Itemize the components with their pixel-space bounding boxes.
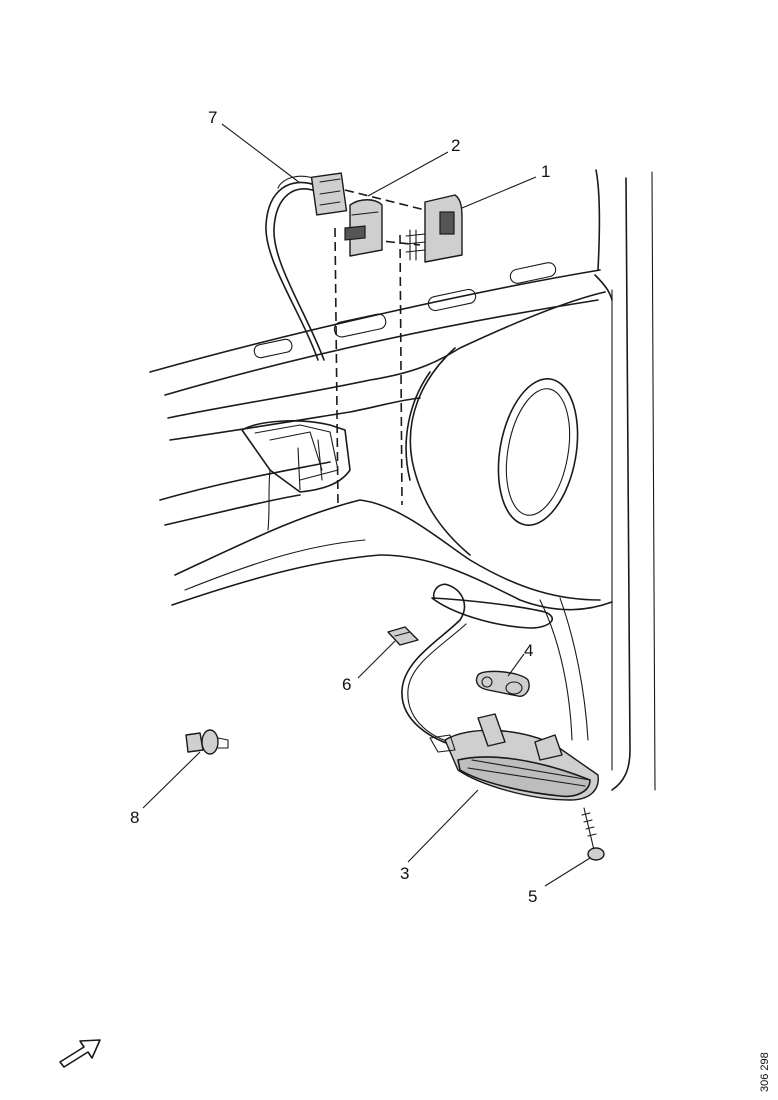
callout-8: 8 xyxy=(130,808,139,827)
connector-housing xyxy=(344,199,383,257)
callout-5: 5 xyxy=(528,887,537,906)
body-panel xyxy=(149,169,656,791)
reference-number: 306 298 xyxy=(759,1052,771,1092)
callout-6: 6 xyxy=(342,675,351,694)
wiring-harness xyxy=(265,172,348,361)
callout-7: 7 xyxy=(208,108,217,127)
leader-lines xyxy=(142,123,591,887)
callout-3: 3 xyxy=(400,864,409,883)
callout-2: 2 xyxy=(451,136,460,155)
callout-labels: 1 2 7 4 6 8 3 5 xyxy=(130,108,550,906)
lamp-assembly xyxy=(401,583,605,861)
callout-4: 4 xyxy=(524,641,533,660)
retaining-clip xyxy=(387,626,419,646)
switch-unit xyxy=(405,194,463,263)
bulb xyxy=(475,670,530,697)
plug-grommet xyxy=(185,729,229,755)
direction-arrow-icon xyxy=(59,1039,101,1068)
callout-1: 1 xyxy=(541,162,550,181)
